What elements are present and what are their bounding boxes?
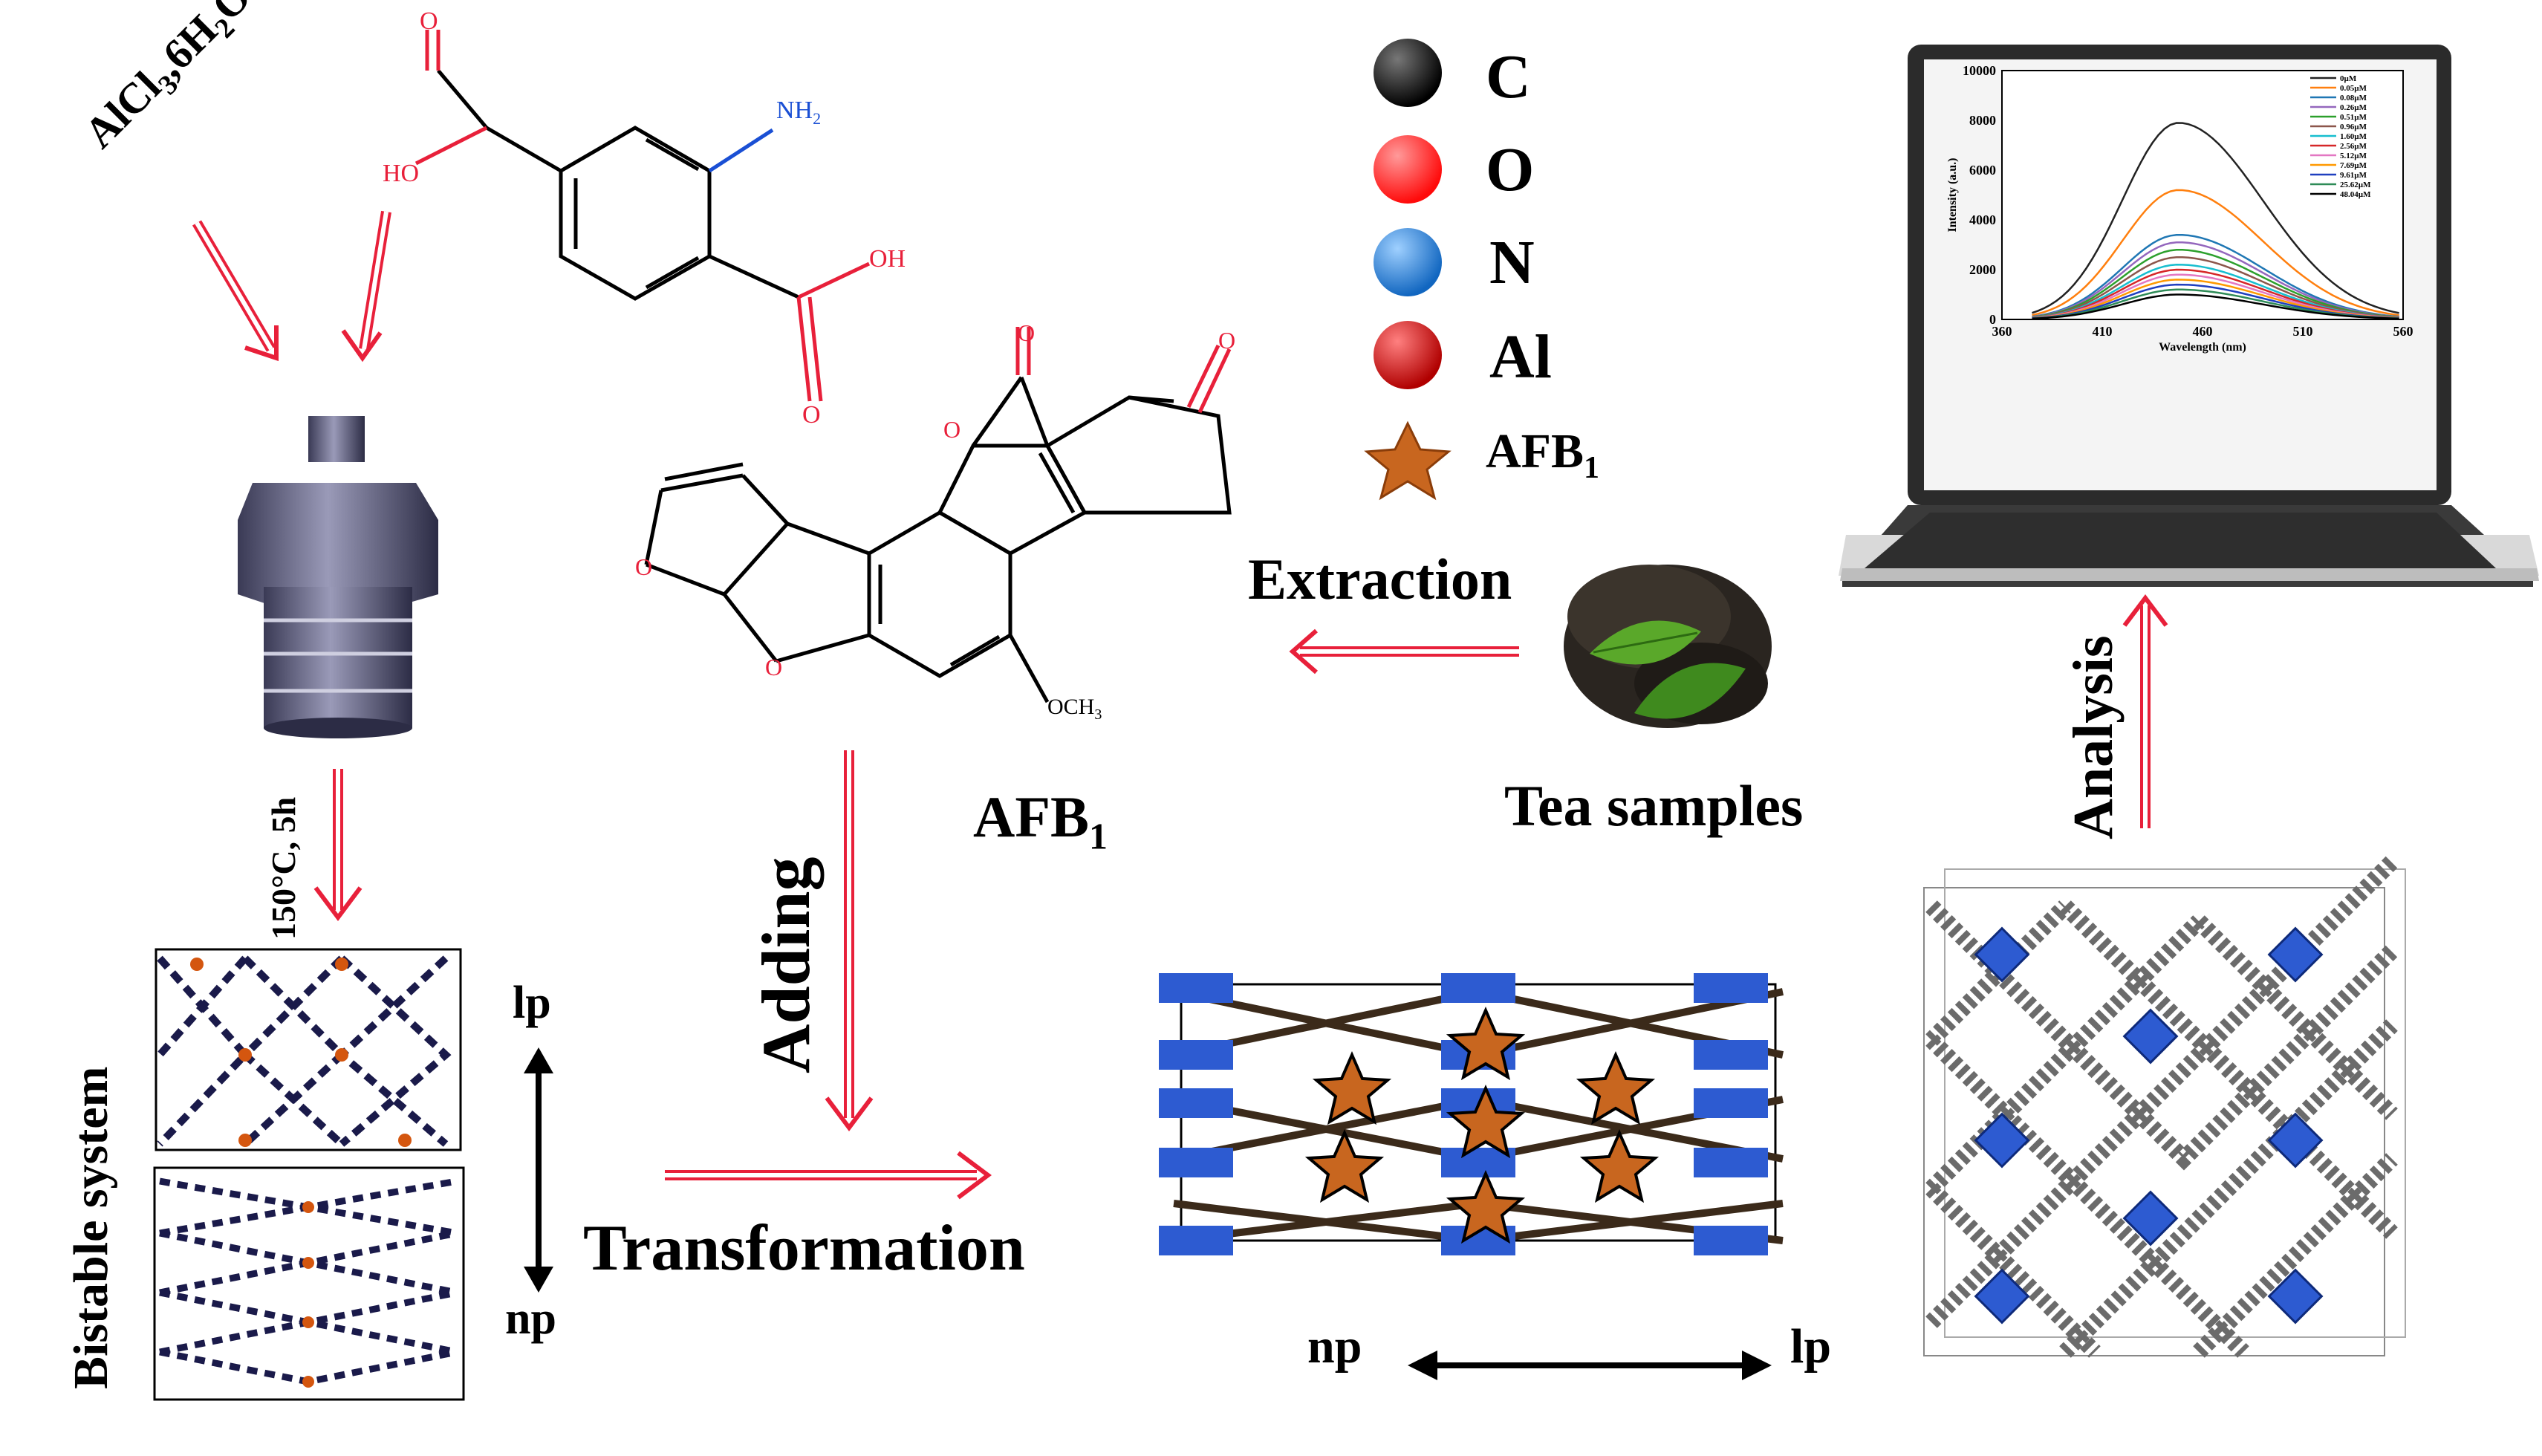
legend-entry: 0.05µM bbox=[2340, 84, 2367, 93]
afb1-ring-o3: O bbox=[1218, 327, 1236, 354]
linker-amine-label: NH2 bbox=[776, 97, 822, 128]
spectrum-series-line bbox=[2032, 293, 2399, 320]
analysis-label: Analysis bbox=[2062, 635, 2125, 839]
arrow-salt-to-autoclave bbox=[192, 220, 279, 362]
spectrum-series-line bbox=[2032, 241, 2399, 318]
legend-entry: 9.61µM bbox=[2340, 171, 2367, 180]
legend-al-label: Al bbox=[1489, 322, 1552, 391]
np-framework-image bbox=[153, 1166, 465, 1401]
linker-oh-label: OH bbox=[869, 245, 906, 273]
legend-n-label: N bbox=[1489, 228, 1535, 297]
legend-o-label: O bbox=[1486, 135, 1535, 204]
arrow-linker-to-autoclave bbox=[341, 210, 391, 363]
lp-framework-image bbox=[155, 948, 462, 1151]
afb1-methoxy-label: OCH3 bbox=[1047, 695, 1102, 723]
y-axis-label: Intensity (a.u.) bbox=[1946, 157, 1959, 232]
spectrum-series-line bbox=[2032, 249, 2399, 319]
mof-afb1-loaded-image bbox=[1159, 973, 1784, 1255]
y-tick-label: 2000 bbox=[1969, 262, 1996, 277]
laptop-keyboard bbox=[1840, 513, 2539, 581]
legend-entry: 48.04µM bbox=[2340, 190, 2371, 199]
tea-samples-label: Tea samples bbox=[1504, 773, 1804, 838]
y-tick-label: 8000 bbox=[1969, 113, 1996, 128]
conditions-label: 150°C, 5h bbox=[264, 796, 302, 940]
arrow-analysis-up bbox=[2122, 594, 2168, 828]
autoclave-image bbox=[238, 416, 438, 738]
lp-np-double-arrow bbox=[524, 1047, 553, 1293]
legend-entry: 0.51µM bbox=[2340, 113, 2367, 122]
x-tick-label: 510 bbox=[2293, 324, 2313, 339]
lp-label: lp bbox=[513, 978, 551, 1028]
linker-structure bbox=[415, 30, 871, 402]
y-tick-label: 6000 bbox=[1969, 163, 1996, 178]
arrow-extraction-left bbox=[1289, 628, 1519, 675]
spectrum-series-line bbox=[2032, 189, 2399, 316]
afb1-structure bbox=[644, 327, 1232, 703]
legend-entry: 0.96µM bbox=[2340, 123, 2367, 131]
legend-entry: 25.62µM bbox=[2340, 181, 2371, 189]
legend-entry: 1.60µM bbox=[2340, 132, 2367, 141]
bottom-lp-label: lp bbox=[1790, 1319, 1832, 1374]
linker-o-top-label: O bbox=[420, 7, 438, 35]
afb1-ring-o5: O bbox=[765, 654, 783, 680]
afb1-ring-o2: O bbox=[1018, 319, 1036, 346]
x-axis-label: Wavelength (nm) bbox=[2159, 341, 2246, 354]
bottom-np-label: np bbox=[1307, 1319, 1362, 1374]
afb1-ring-o4: O bbox=[635, 553, 653, 580]
legend-entry: 0µM bbox=[2340, 74, 2357, 83]
spectrum-series-line bbox=[2032, 122, 2399, 314]
arrow-autoclave-down bbox=[313, 769, 363, 921]
transformation-label: Transformation bbox=[583, 1212, 1025, 1284]
adding-label: Adding bbox=[748, 857, 824, 1074]
legend-entry: 5.12µM bbox=[2340, 152, 2367, 160]
y-tick-label: 4000 bbox=[1969, 212, 1996, 227]
y-tick-label: 0 bbox=[1989, 312, 1996, 327]
legend-entry: 0.26µM bbox=[2340, 103, 2367, 112]
x-tick-label: 560 bbox=[2393, 324, 2413, 339]
legend-entry: 7.69µM bbox=[2340, 161, 2367, 170]
legend-c-label: C bbox=[1486, 42, 1531, 111]
np-lp-double-arrow bbox=[1408, 1351, 1772, 1380]
x-tick-label: 410 bbox=[2093, 324, 2113, 339]
mof-open-framework-image bbox=[1923, 856, 2406, 1358]
afb1-ring-o1: O bbox=[943, 416, 961, 443]
afb1-name-label: AFB1 bbox=[973, 784, 1108, 857]
arrow-transformation-right bbox=[665, 1151, 992, 1200]
np-label: np bbox=[505, 1293, 556, 1344]
legend-entry: 2.56µM bbox=[2340, 142, 2367, 151]
x-tick-label: 360 bbox=[1992, 324, 2012, 339]
arrow-adding-down bbox=[825, 750, 874, 1131]
extraction-label: Extraction bbox=[1248, 547, 1512, 611]
bistable-system-label: Bistable system bbox=[64, 1066, 118, 1389]
legend-afb1-label: AFB1 bbox=[1486, 424, 1599, 486]
linker-ho-label: HO bbox=[383, 160, 420, 187]
legend-atoms bbox=[1364, 39, 1452, 501]
spectrum-series-line bbox=[2032, 256, 2399, 319]
legend-entry: 0.08µM bbox=[2340, 94, 2367, 103]
y-tick-label: 10000 bbox=[1963, 63, 1996, 78]
spectrum-series-line bbox=[2032, 233, 2399, 318]
tea-samples-image bbox=[1564, 565, 1772, 728]
x-tick-label: 460 bbox=[2193, 324, 2213, 339]
linker-o-bottom-label: O bbox=[802, 401, 821, 429]
